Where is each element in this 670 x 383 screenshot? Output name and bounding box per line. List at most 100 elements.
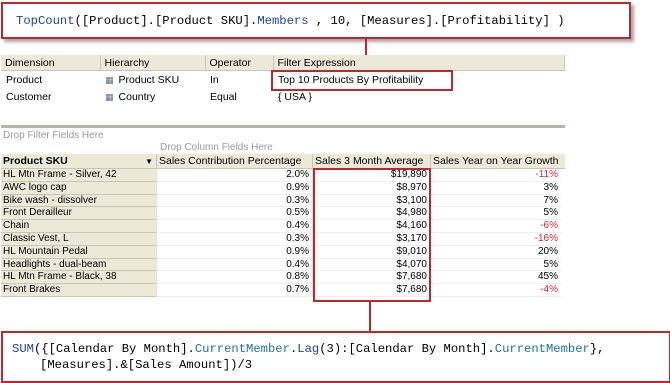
row-header-product-sku[interactable]: Front Derailleur bbox=[1, 207, 156, 221]
cell-contribution-percentage[interactable]: 0.8% bbox=[156, 271, 312, 285]
cell-3-month-average[interactable]: $7,680 bbox=[312, 271, 430, 285]
row-header-product-sku[interactable]: Headlights - dual-beam bbox=[1, 258, 156, 272]
row-header-product-sku[interactable]: HL Mtn Frame - Silver, 42 bbox=[1, 169, 156, 182]
filter-expression[interactable]: Top 10 Products By Profitability bbox=[278, 73, 424, 86]
cell-contribution-percentage[interactable]: 0.4% bbox=[156, 258, 312, 272]
column-header-contribution[interactable]: Sales Contribution Percentage bbox=[156, 154, 312, 169]
row-header-product-sku[interactable]: AWC logo cap bbox=[1, 181, 156, 195]
cell-3-month-average[interactable]: $19,890 bbox=[312, 169, 430, 182]
filter-hierarchy-label: Product SKU bbox=[118, 73, 180, 86]
filter-row[interactable]: Product ▦ Product SKU In Top 10 Products … bbox=[1, 71, 564, 89]
cell-yoy-growth[interactable]: -6% bbox=[430, 220, 561, 233]
cell-yoy-growth[interactable]: 45% bbox=[430, 271, 561, 285]
mdx-text: . bbox=[289, 342, 298, 356]
mdx-text: ({[Calendar By Month]. bbox=[33, 342, 195, 356]
callout-connector-top bbox=[365, 37, 367, 71]
mdx-keyword-currentmember: CurrentMember bbox=[494, 342, 590, 356]
cell-3-month-average[interactable]: $4,160 bbox=[312, 220, 430, 233]
mdx-keyword-members: Members bbox=[257, 14, 309, 28]
cell-yoy-growth[interactable]: 7% bbox=[430, 194, 561, 208]
cell-contribution-percentage[interactable]: 2.0% bbox=[156, 169, 312, 182]
row-header-product-sku[interactable]: Front Brakes bbox=[1, 284, 156, 297]
mdx-text: ([Product].[Product SKU]. bbox=[74, 14, 258, 28]
column-header-hierarchy[interactable]: Hierarchy bbox=[100, 55, 206, 71]
filter-expression-highlight bbox=[271, 70, 453, 91]
filter-operator[interactable]: Equal bbox=[210, 90, 237, 103]
cell-contribution-percentage[interactable]: 0.3% bbox=[156, 232, 312, 246]
filter-hierarchy[interactable]: ▦ Country bbox=[100, 88, 205, 105]
cell-contribution-percentage[interactable]: 0.7% bbox=[156, 284, 312, 297]
row-header-product-sku[interactable]: Bike wash - dissolver bbox=[1, 194, 156, 208]
filter-dimension[interactable]: Customer bbox=[6, 90, 52, 103]
cell-yoy-growth[interactable]: -11% bbox=[430, 169, 561, 182]
filter-hierarchy[interactable]: ▦ Product SKU bbox=[100, 71, 205, 89]
cell-contribution-percentage[interactable]: 0.3% bbox=[156, 194, 312, 208]
lag-sum-mdx-code: SUM({[Calendar By Month].CurrentMember.L… bbox=[12, 341, 604, 373]
column-header-3-month-average[interactable]: Sales 3 Month Average bbox=[312, 154, 430, 169]
cell-yoy-growth[interactable]: -4% bbox=[430, 284, 561, 297]
filter-grid: Dimension Hierarchy Operator Filter Expr… bbox=[1, 55, 565, 105]
mdx-text: (3):[Calendar By Month]. bbox=[319, 342, 495, 356]
cell-contribution-percentage[interactable]: 0.9% bbox=[156, 245, 312, 259]
cell-yoy-growth[interactable]: 3% bbox=[430, 181, 561, 195]
column-header-filter-expression[interactable]: Filter Expression bbox=[273, 55, 565, 71]
column-header-dimension[interactable]: Dimension bbox=[1, 55, 101, 71]
cell-yoy-growth[interactable]: 5% bbox=[430, 207, 561, 221]
row-axis-header[interactable]: Product SKU ▼ bbox=[1, 154, 156, 169]
row-header-product-sku[interactable]: HL Mountain Pedal bbox=[1, 245, 156, 259]
cell-3-month-average[interactable]: $4,980 bbox=[312, 207, 430, 221]
drop-column-zone[interactable]: Drop Column Fields Here bbox=[160, 142, 273, 153]
cell-yoy-growth[interactable]: 20% bbox=[430, 245, 561, 259]
mdx-keyword-lag: Lag bbox=[297, 342, 320, 356]
topcount-mdx-code: TopCount([Product].[Product SKU].Members… bbox=[16, 13, 565, 29]
cell-3-month-average[interactable]: $3,100 bbox=[312, 194, 430, 208]
filter-expression[interactable]: { USA } bbox=[278, 90, 312, 103]
divider bbox=[1, 125, 565, 128]
mdx-text: }, bbox=[589, 342, 605, 356]
pivot-table: Product SKU ▼ Sales Contribution Percenta… bbox=[1, 154, 565, 297]
filter-hierarchy-label: Country bbox=[118, 90, 156, 103]
row-axis-label: Product SKU bbox=[3, 155, 68, 167]
cell-yoy-growth[interactable]: 5% bbox=[430, 258, 561, 272]
filter-dimension[interactable]: Product bbox=[6, 73, 43, 86]
row-header-product-sku[interactable]: Chain bbox=[1, 220, 156, 233]
hierarchy-icon: ▦ bbox=[105, 74, 114, 85]
cell-3-month-average[interactable]: $4,070 bbox=[312, 258, 430, 272]
mdx-line-1: SUM({[Calendar By Month].CurrentMember.L… bbox=[12, 341, 604, 357]
column-header-yoy-growth[interactable]: Sales Year on Year Growth bbox=[430, 154, 565, 169]
filter-grid-header: Dimension Hierarchy Operator Filter Expr… bbox=[1, 55, 565, 71]
column-header-operator[interactable]: Operator bbox=[205, 55, 274, 71]
cell-3-month-average[interactable]: $9,010 bbox=[312, 245, 430, 259]
row-header-product-sku[interactable]: Classic Vest, L bbox=[1, 232, 156, 246]
callout-connector-bottom bbox=[369, 302, 371, 333]
cell-3-month-average[interactable]: $3,170 bbox=[312, 232, 430, 246]
filter-row[interactable]: Customer ▦ Country Equal { USA } bbox=[1, 88, 564, 105]
topcount-mdx-callout: TopCount([Product].[Product SKU].Members… bbox=[1, 2, 631, 39]
cell-3-month-average[interactable]: $7,680 bbox=[312, 284, 430, 297]
drop-filter-zone[interactable]: Drop Filter Fields Here bbox=[3, 130, 104, 141]
mdx-keyword-topcount: TopCount bbox=[16, 14, 75, 28]
dropdown-arrow-icon[interactable]: ▼ bbox=[145, 157, 153, 166]
cell-3-month-average[interactable]: $8,970 bbox=[312, 181, 430, 195]
hierarchy-icon: ▦ bbox=[105, 91, 114, 102]
mdx-keyword-currentmember: CurrentMember bbox=[194, 342, 290, 356]
row-header-product-sku[interactable]: HL Mtn Frame - Black, 38 bbox=[1, 271, 156, 285]
cell-contribution-percentage[interactable]: 0.4% bbox=[156, 220, 312, 233]
cell-contribution-percentage[interactable]: 0.9% bbox=[156, 181, 312, 195]
sales-3-month-average-highlight bbox=[313, 168, 431, 302]
filter-operator[interactable]: In bbox=[210, 73, 219, 86]
pivot-header-row: Product SKU ▼ Sales Contribution Percenta… bbox=[1, 154, 565, 169]
cell-contribution-percentage[interactable]: 0.5% bbox=[156, 207, 312, 221]
cell-yoy-growth[interactable]: -16% bbox=[430, 232, 561, 246]
